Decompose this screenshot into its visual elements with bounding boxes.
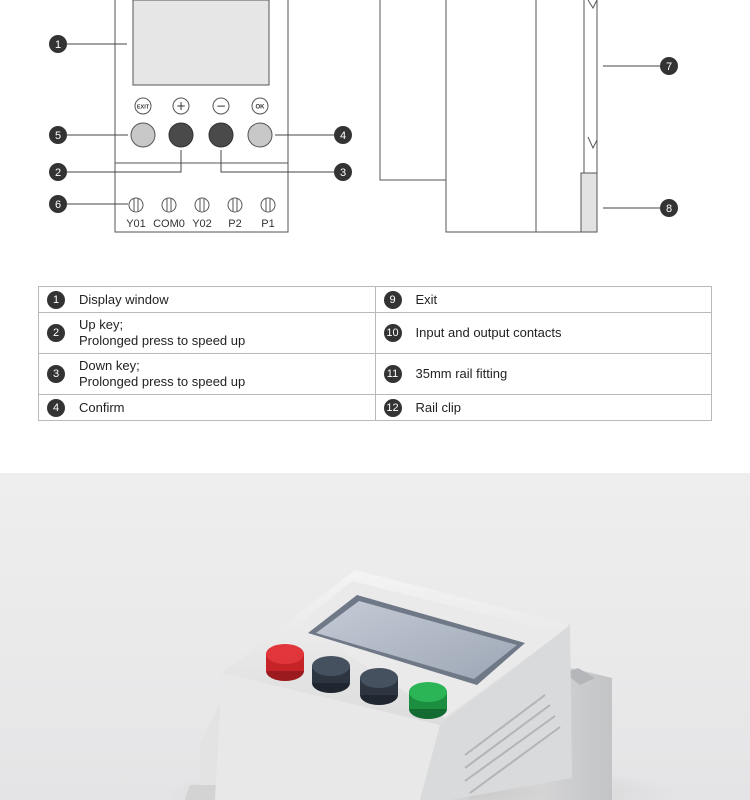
rail-clip: [580, 172, 598, 233]
minus-icon-text: −: [216, 99, 226, 113]
legend-number: 11: [383, 365, 402, 383]
product-photo: [0, 473, 750, 800]
side-print: [464, 694, 561, 794]
green-button: [409, 682, 447, 719]
exit-button[interactable]: [130, 122, 156, 148]
svg-text:2: 2: [55, 167, 61, 179]
terminal-screw: [260, 197, 276, 213]
legend-number: 9: [383, 290, 402, 309]
legend-table: 1 Display window 9 Exit 2 Up key; Prolon…: [38, 286, 712, 421]
dark-button-1: [312, 656, 350, 693]
marker-5: 5: [49, 126, 67, 144]
legend-text: Prolonged press to speed up: [79, 374, 246, 389]
legend-number: 4: [47, 398, 65, 417]
marker-7: 7: [660, 57, 678, 75]
marker-3: 3: [334, 163, 352, 181]
minus-icon: −: [212, 97, 230, 115]
table-row: 2 Up key; Prolonged press to speed up 10…: [38, 312, 712, 354]
legend-number: 12: [383, 398, 402, 417]
exit-icon: EXIT: [134, 97, 152, 115]
table-row: 4 Confirm 12 Rail clip: [38, 394, 712, 421]
plus-icon-text: +: [176, 99, 186, 113]
ok-button[interactable]: [247, 122, 273, 148]
terminal-label-p2: P2: [228, 218, 241, 230]
legend-text: Down key;: [79, 358, 140, 373]
marker-6: 6: [49, 195, 67, 213]
legend-text: Rail clip: [415, 399, 462, 415]
legend-cell: 10 Input and output contacts: [374, 312, 712, 354]
terminal-label-p1: P1: [261, 218, 274, 230]
table-row: 1 Display window 9 Exit: [38, 286, 712, 313]
device-front-face: [215, 673, 440, 800]
legend-text: 35mm rail fitting: [415, 366, 508, 381]
side-view: [379, 0, 598, 233]
terminal-label-y02: Y02: [192, 218, 212, 230]
exit-icon-text: EXIT: [137, 105, 150, 111]
svg-text:1: 1: [55, 39, 61, 51]
svg-text:8: 8: [666, 203, 672, 215]
terminal-screws: [128, 197, 276, 213]
down-button[interactable]: [208, 122, 234, 148]
ok-icon: OK: [251, 97, 269, 115]
svg-text:3: 3: [340, 167, 346, 179]
legend-cell: 1 Display window: [38, 286, 376, 313]
dark-button-2: [360, 668, 398, 705]
legend-number: 10: [383, 324, 402, 342]
legend-text: Up key;: [79, 317, 124, 332]
terminal-screw: [227, 197, 243, 213]
legend-text: Exit: [415, 291, 438, 307]
up-button[interactable]: [168, 122, 194, 148]
legend-cell: 3 Down key; Prolonged press to speed up: [38, 353, 376, 395]
legend-text: Display window: [79, 291, 169, 307]
ok-icon-text: OK: [256, 105, 266, 111]
table-row: 3 Down key; Prolonged press to speed up …: [38, 353, 712, 395]
terminal-label-com0: COM0: [153, 218, 185, 230]
marker-4: 4: [334, 126, 352, 144]
display-window: [132, 0, 270, 86]
legend-number: 2: [47, 324, 65, 342]
legend-number: 1: [47, 290, 65, 309]
legend-cell: 9 Exit: [374, 286, 712, 313]
front-view: [114, 0, 289, 233]
legend-cell: 2 Up key; Prolonged press to speed up: [38, 312, 376, 354]
legend-text: Prolonged press to speed up: [79, 333, 246, 348]
device-display-glass: [316, 601, 517, 679]
terminal-screw: [161, 197, 177, 213]
legend-cell: 4 Confirm: [38, 394, 376, 421]
svg-text:7: 7: [666, 61, 672, 73]
terminal-screw: [128, 197, 144, 213]
terminal-label-y01: Y01: [126, 218, 146, 230]
legend-text: Confirm: [79, 399, 125, 415]
legend-text: Input and output contacts: [415, 325, 562, 340]
device-side-face: [420, 623, 572, 800]
svg-text:5: 5: [55, 130, 61, 142]
legend-cell: 12 Rail clip: [374, 394, 712, 421]
red-button: [266, 644, 304, 681]
svg-text:6: 6: [55, 199, 61, 211]
marker-2: 2: [49, 163, 67, 181]
device-illustration: [160, 570, 680, 800]
device-diagram: EXIT + − OK Y01 COM0 Y02 P2 P1: [49, 0, 678, 233]
leader-lines: [67, 43, 660, 209]
svg-text:4: 4: [340, 130, 346, 142]
legend-number: 3: [47, 365, 65, 383]
plus-icon: +: [172, 97, 190, 115]
terminal-screw: [194, 197, 210, 213]
legend-cell: 11 35mm rail fitting: [374, 353, 712, 395]
marker-1: 1: [49, 35, 67, 53]
marker-8: 8: [660, 199, 678, 217]
